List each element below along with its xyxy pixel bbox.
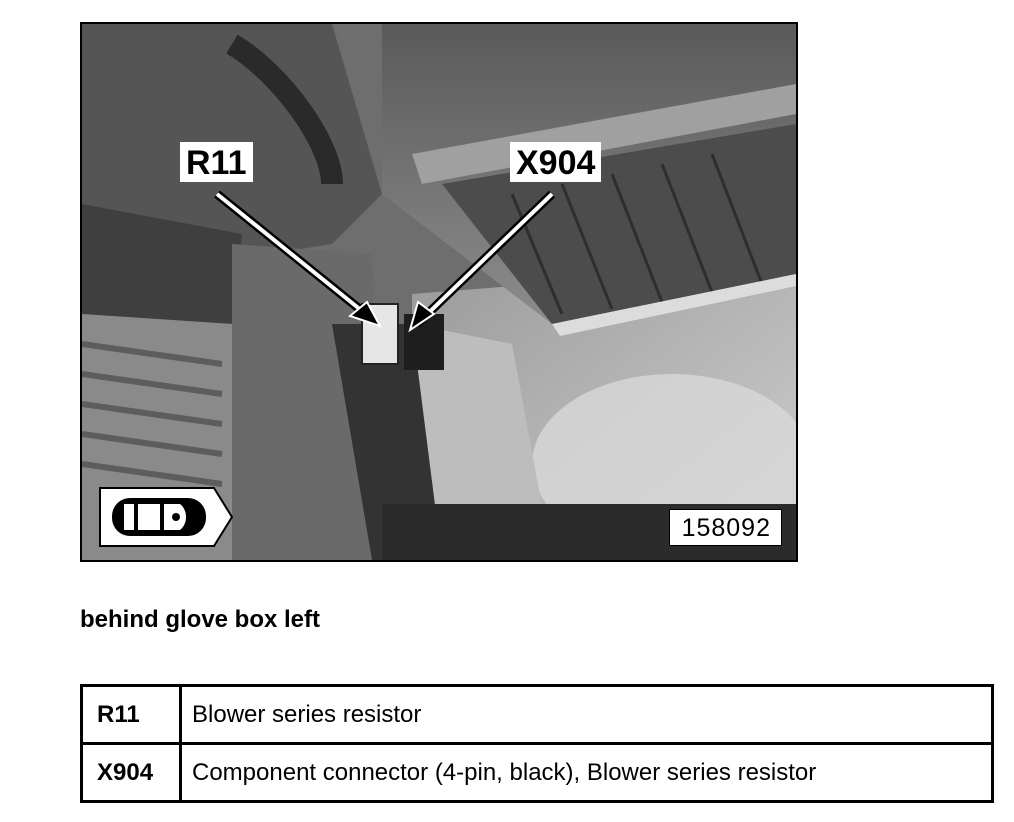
legend-description: Component connector (4-pin, black), Blow… bbox=[179, 742, 994, 803]
legend-code: X904 bbox=[80, 742, 182, 803]
legend-table: R11 Blower series resistor X904 Componen… bbox=[80, 684, 994, 803]
car-top-view-icon bbox=[99, 487, 234, 547]
callout-x904: X904 bbox=[510, 142, 602, 182]
callout-r11: R11 bbox=[180, 142, 253, 182]
figure-number: 158092 bbox=[668, 509, 782, 546]
location-photo: R11 X904 158092 bbox=[80, 22, 798, 562]
legend-row: X904 Component connector (4-pin, black),… bbox=[80, 742, 994, 803]
location-caption: behind glove box left bbox=[80, 606, 321, 633]
legend-description: Blower series resistor bbox=[179, 684, 994, 745]
legend-row: R11 Blower series resistor bbox=[80, 684, 994, 745]
legend-code: R11 bbox=[80, 684, 182, 745]
photo-scene bbox=[82, 24, 796, 560]
